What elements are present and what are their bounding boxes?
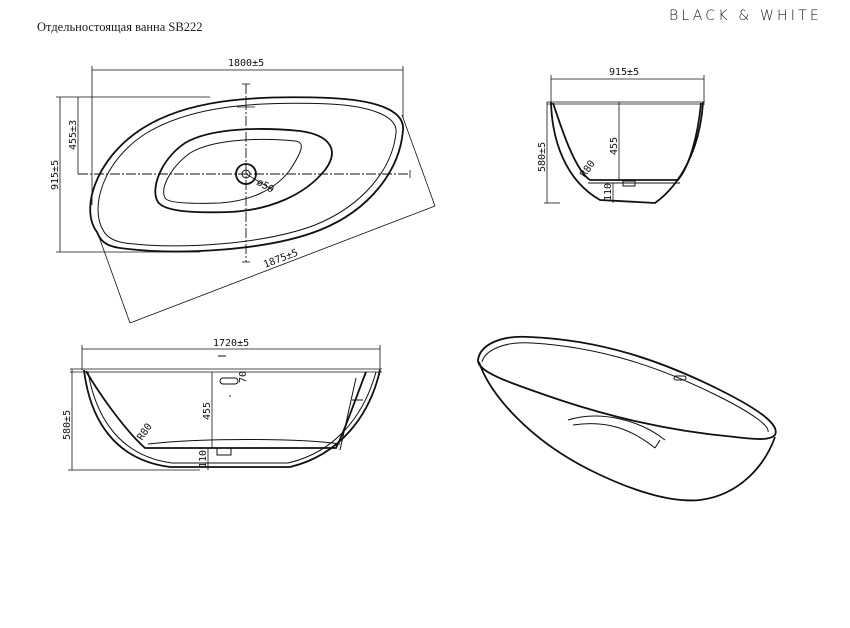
drawing-title: Отдельностоящая ванна SB222: [37, 20, 203, 34]
dim-side-height: 580±5: [62, 410, 73, 440]
dim-side-base: 110: [198, 450, 209, 468]
dim-side-length: 1720±5: [213, 338, 249, 349]
end-section-view: 915±5 580±5 455 R80 110: [537, 67, 705, 204]
dim-side-depth: 455: [202, 402, 213, 420]
dim-width: 915±5: [50, 160, 61, 190]
dim-diagonal: 1875±5: [262, 248, 300, 271]
dim-end-height: 580±5: [537, 142, 548, 172]
dim-half-width: 455±3: [68, 120, 79, 150]
dim-end-base: 110: [603, 183, 614, 201]
dim-drain: ø50: [255, 177, 276, 196]
top-view: 1800±5 915±5 455±3 ø50 1875±5: [50, 58, 436, 324]
dim-length: 1800±5: [228, 58, 264, 69]
dim-side-radius: R80: [135, 422, 154, 443]
dim-end-width: 915±5: [609, 67, 639, 78]
side-section-view: 1720±5 580±5 455 70 R80 110: [62, 338, 382, 471]
brand-logo: BLACK & WHITE: [669, 8, 822, 24]
dim-end-radius: R80: [578, 159, 597, 180]
dim-side-overflow: 70: [238, 371, 249, 383]
dim-end-depth: 455: [609, 137, 620, 155]
isometric-view: [477, 335, 777, 502]
